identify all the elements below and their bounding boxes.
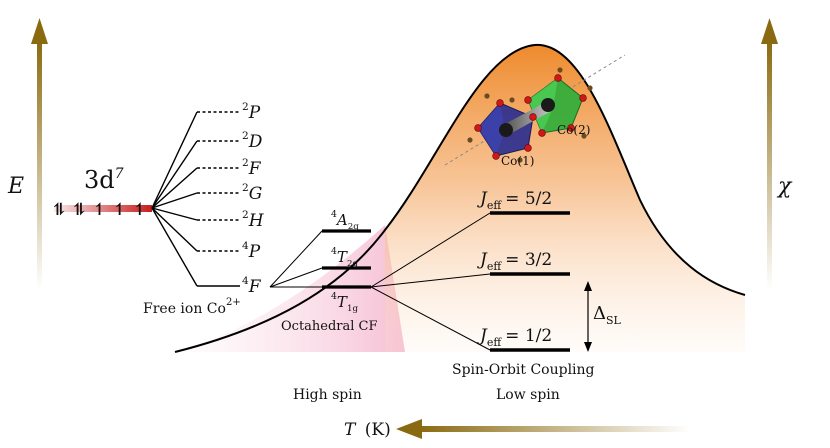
co-co-bond — [505, 101, 553, 134]
so-connector — [370, 212, 491, 288]
co2-atom — [541, 98, 555, 112]
term-label-2D: 2D — [242, 130, 263, 152]
spin-arrows: ⥮ ⥮ ↿ ↿ ↿ — [52, 200, 147, 220]
co2-label: Co(2) — [557, 123, 590, 137]
spin-orbit-caption: Spin-Orbit Coupling — [452, 362, 595, 378]
term-label-2H: 2H — [242, 209, 265, 231]
susceptibility-curve — [174, 43, 746, 353]
term-fan-line — [151, 192, 198, 209]
electron-configuration: 3d7 — [84, 166, 124, 194]
term-label-4F: 4F — [242, 275, 262, 297]
jeff-label-1-2: Jeff= 1/2 — [477, 326, 552, 349]
ligand-atom — [484, 93, 490, 99]
jeff-label-5-2: Jeff= 5/2 — [477, 189, 552, 212]
term-splitting-lines — [151, 111, 240, 287]
oxygen-atoms — [467, 67, 593, 163]
ligand-atom — [517, 157, 523, 163]
cf-label-A2g: 4A2g — [331, 209, 359, 232]
crystal-field-levels: 4A2g 4T2g 4T1g — [322, 209, 371, 314]
susceptibility-axis-arrow — [761, 18, 778, 290]
ligand-atom — [509, 97, 515, 103]
jeff-label-3-2: Jeff= 3/2 — [477, 250, 552, 273]
co1-atom — [499, 123, 513, 137]
term-label-2F: 2F — [242, 157, 262, 179]
temperature-axis-arrow — [396, 419, 690, 439]
free-ion-caption: Free ion Co2+ — [143, 297, 241, 317]
oxygen-atom — [538, 129, 546, 137]
cf-label-T1g: 4T1g — [331, 291, 358, 314]
cf-connector — [269, 230, 323, 288]
cf-label-T2g: 4T2g — [331, 246, 358, 269]
spin-orbit-lines — [370, 212, 491, 351]
oxygen-atom — [524, 144, 532, 152]
oxygen-atom — [492, 152, 500, 160]
temperature-axis-label: T (K) — [344, 420, 391, 440]
oxygen-atom — [474, 124, 482, 132]
low-spin-label: Low spin — [496, 387, 560, 403]
high-spin-region — [178, 225, 405, 352]
chain-axis-line — [444, 54, 626, 166]
crystal-field-caption: Octahedral CF — [281, 319, 378, 334]
term-fan-line — [151, 111, 198, 209]
term-labels: 2P 2D 2F 2G 2H 4P 4F — [242, 101, 265, 297]
term-fan-line — [151, 207, 198, 287]
ligand-atom — [557, 67, 563, 73]
energy-axis-label: E — [7, 174, 24, 199]
co1-octahedron-face — [478, 103, 505, 156]
crystal-field-lines — [269, 230, 323, 288]
crystal-structure: Co(1) Co(2) — [444, 54, 626, 168]
term-fan-line — [151, 207, 198, 252]
term-fan-line — [151, 207, 198, 221]
term-fan-line — [151, 167, 198, 209]
high-spin-label: High spin — [293, 387, 362, 403]
free-ion-level — [54, 205, 152, 212]
oxygen-atom — [579, 94, 587, 102]
ligand-atom — [581, 133, 587, 139]
ligand-atom — [467, 137, 473, 143]
gap-label: ΔSL — [593, 303, 622, 327]
so-connector — [370, 273, 491, 288]
oxygen-atom — [529, 113, 537, 121]
term-label-4P: 4P — [242, 240, 261, 262]
cf-connector — [269, 267, 323, 288]
so-connector — [370, 286, 491, 351]
oxygen-atom — [567, 124, 575, 132]
ligand-atom — [587, 85, 593, 91]
oxygen-atom — [496, 99, 504, 107]
susceptibility-axis-label: χ — [776, 174, 793, 199]
term-label-2G: 2G — [242, 182, 262, 204]
term-label-2P: 2P — [242, 101, 261, 123]
oxygen-atom — [554, 74, 562, 82]
energy-axis-arrow — [31, 18, 48, 290]
term-fan-line — [151, 140, 198, 209]
co1-label: Co(1) — [501, 154, 534, 168]
gap-arrow — [584, 281, 592, 352]
oxygen-atom — [524, 96, 532, 104]
